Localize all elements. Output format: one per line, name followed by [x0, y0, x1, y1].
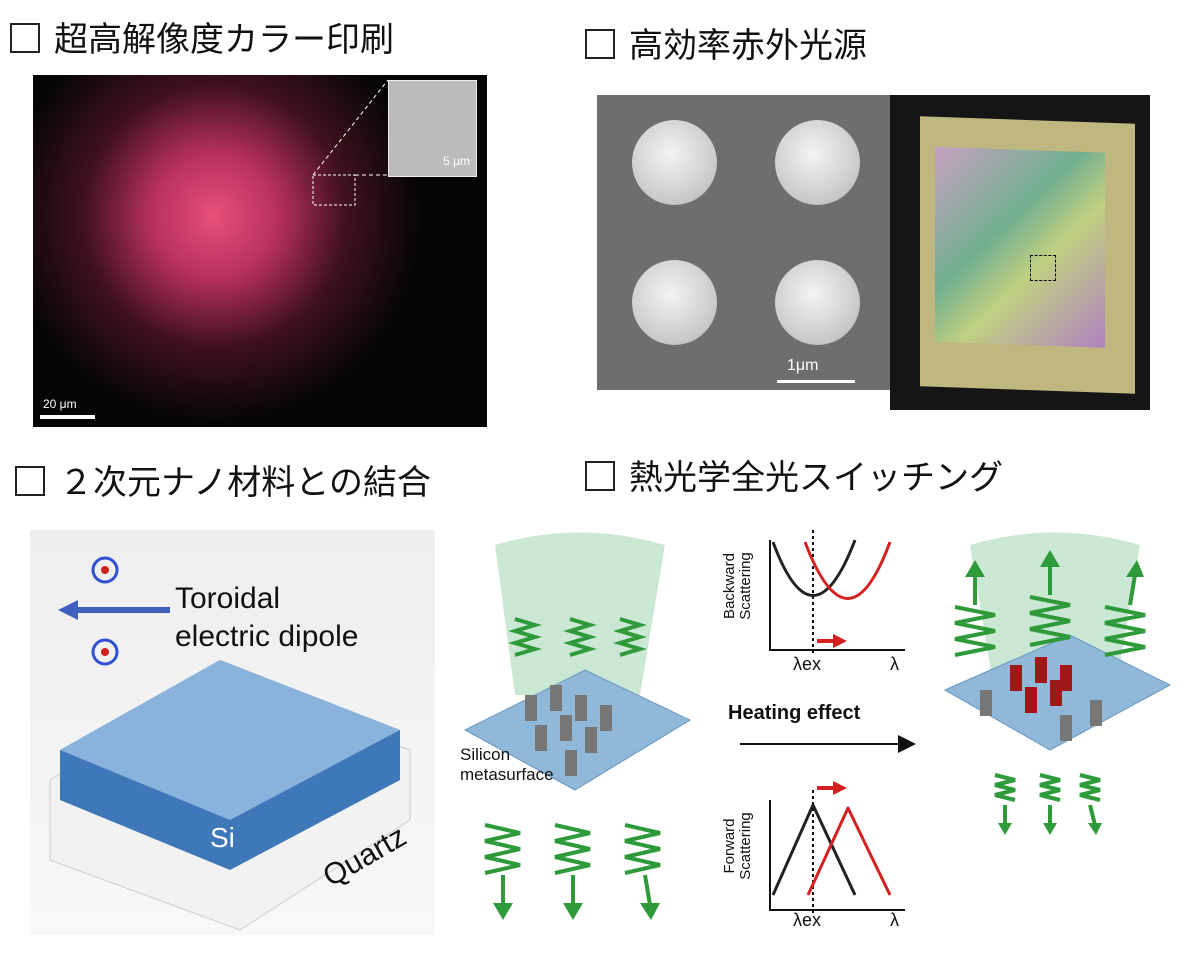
checkbox-icon: [10, 23, 40, 53]
inset-image: 5 μm: [388, 80, 477, 177]
x-tick-lambda-ex: λex: [793, 654, 822, 674]
scale-bar: [40, 415, 95, 419]
sem-image: 1μm: [597, 95, 890, 390]
heading-text: ２次元ナノ材料との結合: [59, 463, 431, 503]
metasurface-before: [463, 532, 692, 920]
chip-photo: [890, 95, 1150, 410]
heading-ir-source: 高効率赤外光源: [585, 18, 867, 67]
x-axis-label: λ: [890, 654, 899, 674]
heading-text: 超高解像度カラー印刷: [54, 20, 394, 60]
inset-scale-label: 5 μm: [443, 154, 470, 168]
scale-bar: [777, 380, 855, 383]
checkbox-icon: [15, 466, 45, 496]
metasurface-after: [943, 532, 1172, 835]
heating-arrow-icon: [740, 735, 916, 753]
heading-thermo-optic-switching: 熱光学全光スイッチング: [585, 450, 1003, 499]
fireworks-image: 5 μm 20 μm: [33, 75, 487, 427]
heating-effect-label: Heating effect: [728, 702, 861, 724]
scale-label: 20 μm: [43, 397, 77, 411]
scale-label: 1μm: [787, 357, 819, 374]
x-tick-lambda-ex: λex: [793, 910, 822, 930]
heading-2d-coupling: ２次元ナノ材料との結合: [15, 455, 431, 504]
x-axis-label: λ: [890, 910, 899, 930]
heading-text: 高効率赤外光源: [629, 26, 867, 66]
checkbox-icon: [585, 461, 615, 491]
heading-color-printing: 超高解像度カラー印刷: [10, 12, 394, 61]
checkbox-icon: [585, 29, 615, 59]
heading-text: 熱光学全光スイッチング: [629, 458, 1003, 498]
si-label: Si: [210, 822, 235, 853]
